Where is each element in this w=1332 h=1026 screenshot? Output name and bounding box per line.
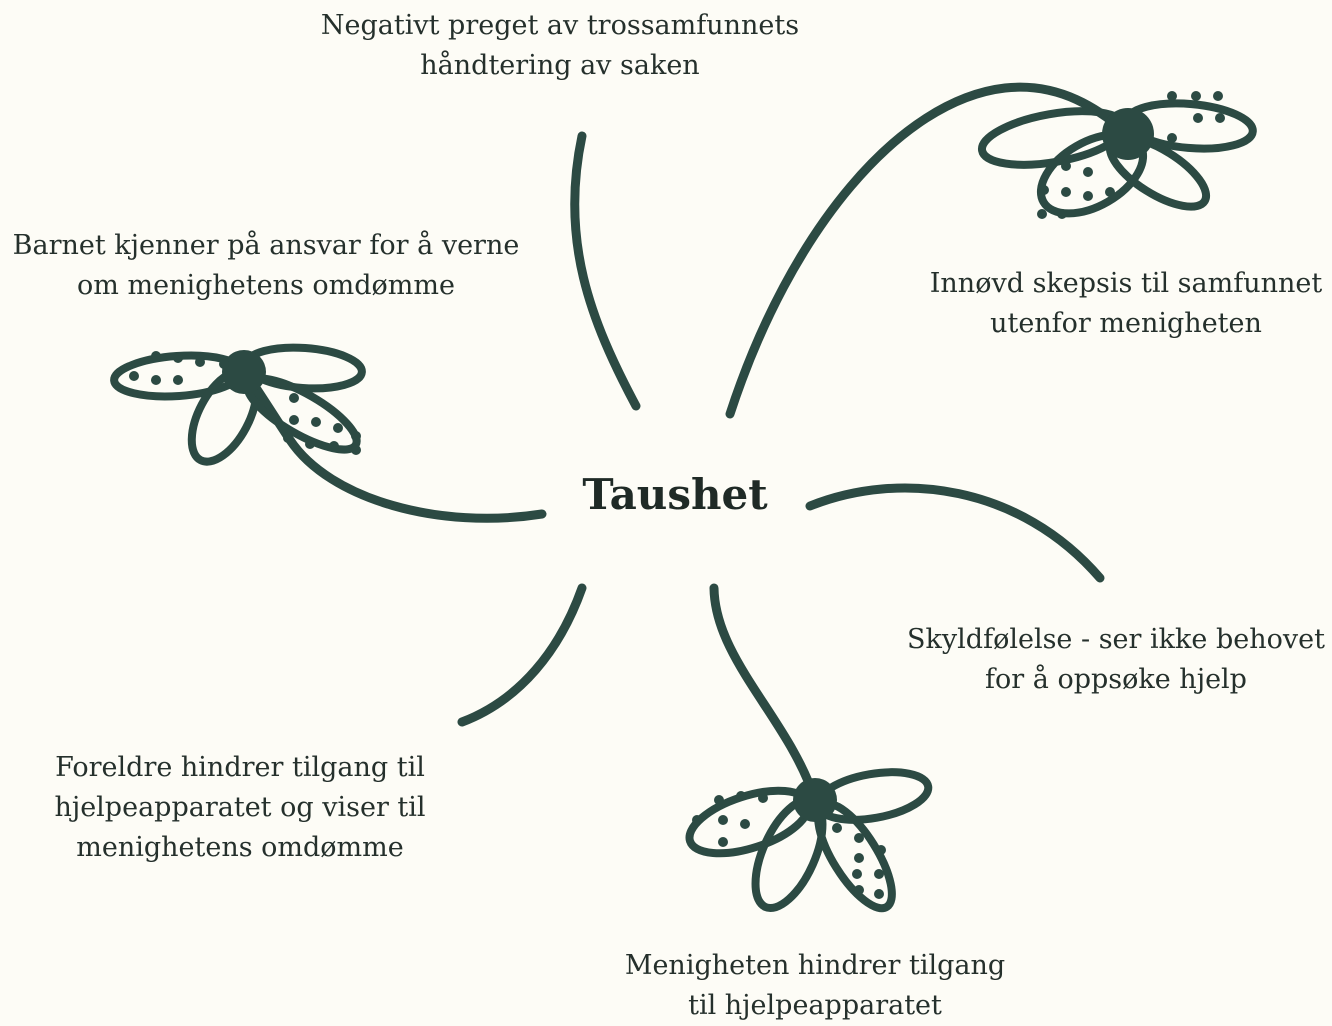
label-line: Menigheten hindrer tilgang [600,946,1030,986]
label-line: håndtering av saken [300,46,820,86]
label-line: for å oppsøke hjelp [900,660,1332,700]
label-line: til hjelpeapparatet [600,986,1030,1026]
connector-bottom [714,588,815,800]
label-line: hjelpeapparatet og viser til [40,788,440,828]
connector-left-upper [245,372,542,518]
connector-right-lower [810,488,1100,578]
flower-icon [113,344,366,472]
connector-right-upper [730,87,1125,414]
label-right-lower: Skyldfølelse - ser ikke behovet for å op… [900,620,1332,700]
label-line: Innøvd skepsis til samfunnet [916,264,1332,304]
label-line: Barnet kjenner på ansvar for å verne [10,226,522,266]
label-line: menighetens omdømme [40,828,440,868]
connector-left-lower [462,588,582,722]
center-title: Taushet [560,470,790,519]
label-line: utenfor menigheten [916,304,1332,344]
label-line: Skyldfølelse - ser ikke behovet [900,620,1332,660]
label-line: Negativt preget av trossamfunnets [300,6,820,46]
flower-icon [682,765,932,919]
label-line: Foreldre hindrer tilgang til [40,748,440,788]
flower-icon [978,91,1255,230]
label-bottom: Menigheten hindrer tilgang til hjelpeapp… [600,946,1030,1026]
label-right-upper: Innøvd skepsis til samfunnet utenfor men… [916,264,1332,344]
label-left-lower: Foreldre hindrer tilgang til hjelpeappar… [40,748,440,868]
connector-top [575,136,636,406]
label-line: om menighetens omdømme [10,266,522,306]
label-left-upper: Barnet kjenner på ansvar for å verne om … [10,226,522,306]
label-top: Negativt preget av trossamfunnets håndte… [300,6,820,86]
